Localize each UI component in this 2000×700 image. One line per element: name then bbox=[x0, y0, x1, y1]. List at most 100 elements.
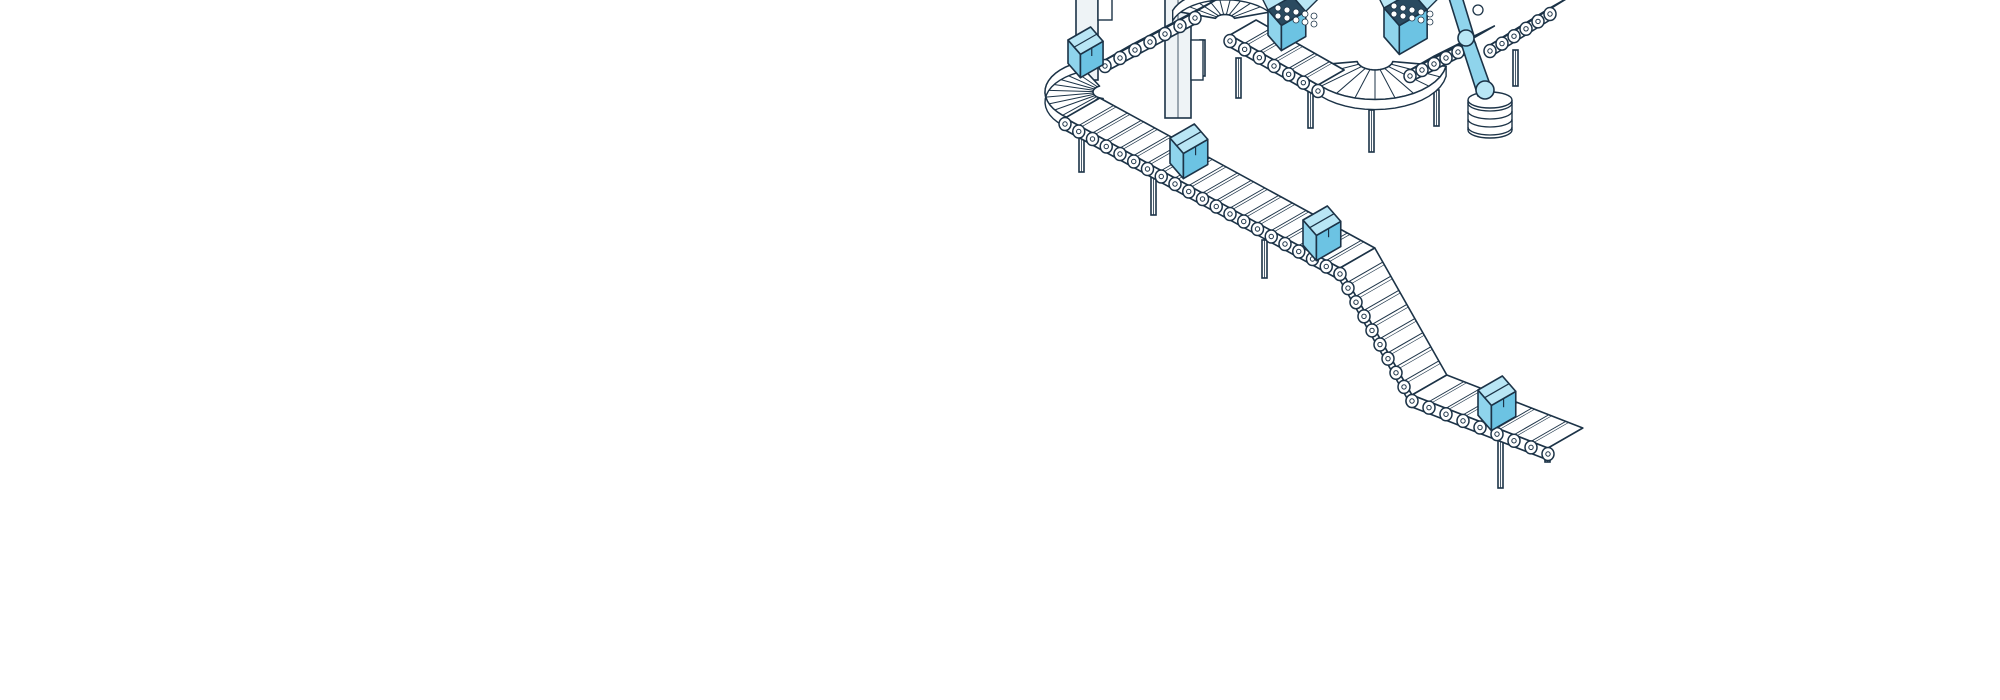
roller-end bbox=[1524, 440, 1538, 455]
roller-axle bbox=[1547, 11, 1553, 17]
robot-joint bbox=[1475, 80, 1495, 100]
support-leg bbox=[1512, 49, 1519, 87]
roller-axle bbox=[1487, 48, 1493, 54]
roller-axle bbox=[1089, 136, 1096, 142]
roller-slat-edge bbox=[1094, 114, 1131, 135]
roller-axle bbox=[1315, 88, 1321, 94]
roller-axle bbox=[1076, 128, 1082, 135]
roller-slat bbox=[1188, 165, 1224, 186]
roller-axle bbox=[1337, 271, 1343, 277]
roller-end bbox=[1456, 413, 1470, 429]
roller-end bbox=[1422, 400, 1436, 415]
curve-slat bbox=[1336, 67, 1366, 94]
roller-axle bbox=[1369, 327, 1375, 334]
roller-end bbox=[1389, 365, 1403, 381]
curve-slat bbox=[1225, 0, 1231, 15]
roller-axle bbox=[1528, 444, 1534, 451]
support-leg bbox=[1307, 89, 1314, 129]
roller-end bbox=[1519, 21, 1533, 37]
roller-axle bbox=[1460, 418, 1466, 424]
roller-axle bbox=[1545, 451, 1551, 457]
roller-end bbox=[1292, 244, 1306, 259]
roller-end bbox=[1143, 34, 1157, 50]
robot-arm bbox=[1448, 0, 1513, 139]
robot-arm bbox=[1448, 0, 1513, 139]
roller-slat-edge bbox=[1136, 136, 1172, 158]
roller-end bbox=[1483, 43, 1497, 59]
support-leg bbox=[1261, 239, 1268, 279]
box-contents bbox=[1283, 6, 1291, 14]
roller-slat bbox=[1257, 202, 1293, 224]
roller-axle bbox=[1271, 63, 1277, 69]
roller-end bbox=[1397, 379, 1411, 395]
roller-end bbox=[1223, 33, 1237, 49]
roller-end bbox=[1058, 116, 1072, 132]
roller-axle bbox=[1511, 438, 1517, 444]
roller-axle bbox=[1062, 121, 1068, 127]
roller-slat-edge bbox=[1533, 422, 1569, 443]
box-contents bbox=[1417, 8, 1425, 16]
roller-end bbox=[1281, 67, 1296, 82]
roller-axle bbox=[1186, 188, 1192, 195]
conveyor-belt-top-right bbox=[1483, 0, 1567, 59]
roller-slat bbox=[1387, 332, 1424, 354]
roller-axle bbox=[1192, 15, 1198, 21]
roller-axle bbox=[1345, 285, 1351, 291]
roller-end bbox=[1250, 221, 1265, 237]
roller-slat bbox=[1513, 414, 1550, 436]
roller-axle bbox=[1477, 424, 1483, 431]
roller-axle bbox=[1268, 233, 1274, 240]
box-tape bbox=[1176, 131, 1202, 147]
curve-slat bbox=[1228, 0, 1242, 16]
roller-axle bbox=[1323, 263, 1329, 270]
roller-end bbox=[1099, 139, 1113, 154]
roller-axle bbox=[1393, 370, 1399, 376]
box-contents bbox=[1292, 16, 1300, 24]
roller-slat bbox=[1244, 27, 1272, 44]
roller-slat-edge bbox=[1273, 211, 1309, 233]
roller-axle bbox=[1158, 173, 1164, 180]
roller-end bbox=[1173, 18, 1187, 34]
box-contents bbox=[1417, 16, 1425, 24]
roller-axle bbox=[1385, 355, 1391, 362]
roller-slat bbox=[1445, 387, 1482, 409]
roller-slat bbox=[1119, 127, 1156, 149]
support-leg bbox=[1150, 174, 1157, 216]
roller-end bbox=[1531, 14, 1545, 29]
roller-axle bbox=[1172, 181, 1178, 187]
support-leg bbox=[1497, 439, 1504, 489]
support-leg bbox=[1368, 109, 1375, 153]
roller-slat-edge bbox=[1328, 241, 1364, 263]
roller-slat-edge bbox=[1389, 335, 1425, 356]
roller-end bbox=[1341, 280, 1355, 296]
curve-slat bbox=[1062, 96, 1097, 116]
roller-axle bbox=[1213, 203, 1219, 210]
roller-slat bbox=[1428, 381, 1465, 403]
roller-slat bbox=[1106, 120, 1142, 141]
cable-spool bbox=[1467, 91, 1513, 139]
roller-end bbox=[1427, 56, 1441, 72]
roller-end bbox=[1237, 42, 1252, 57]
cardboard-box bbox=[1067, 26, 1104, 79]
roller-end bbox=[1357, 309, 1371, 324]
conveyor-belt-incline bbox=[1333, 247, 1448, 409]
roller-axle bbox=[1103, 143, 1109, 150]
roller-end bbox=[1264, 229, 1278, 244]
roller-slat bbox=[1229, 187, 1266, 209]
roller-slat bbox=[1303, 61, 1330, 78]
curve-slat bbox=[1354, 69, 1371, 99]
roller-axle bbox=[1377, 341, 1383, 348]
roller-end bbox=[1127, 154, 1141, 169]
roller-slat-edge bbox=[1365, 292, 1401, 314]
roller-axle bbox=[1426, 404, 1432, 411]
roller-end bbox=[1154, 169, 1168, 184]
roller-axle bbox=[1227, 38, 1233, 44]
roller-axle bbox=[1282, 241, 1288, 247]
roller-slat bbox=[1403, 360, 1440, 382]
roller-slat-edge bbox=[1081, 106, 1117, 128]
curve-slat bbox=[1219, 0, 1225, 15]
roller-slat bbox=[1395, 346, 1432, 368]
roller-end bbox=[1319, 259, 1333, 274]
